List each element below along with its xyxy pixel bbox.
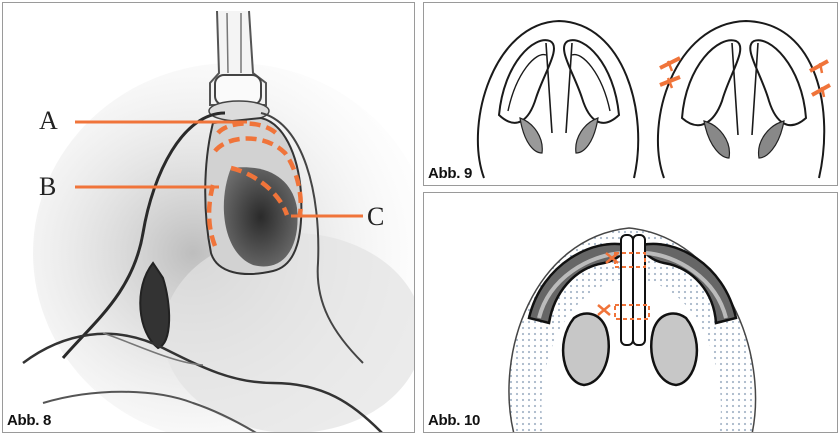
figure-9-panel: Abb. 9 xyxy=(423,2,838,186)
figure-10-panel: Abb. 10 xyxy=(423,192,838,433)
cartilage-diagram-before-after xyxy=(424,3,838,186)
nose-illustration xyxy=(3,3,415,433)
figure-8-panel: A B C Abb. 8 xyxy=(2,2,415,433)
figure-caption-10: Abb. 10 xyxy=(428,412,480,429)
figure-caption-9: Abb. 9 xyxy=(428,165,472,182)
figure-caption-8: Abb. 8 xyxy=(7,412,51,429)
cartilage-suture-diagram xyxy=(424,193,838,433)
label-b: B xyxy=(39,172,56,202)
label-c: C xyxy=(367,202,384,232)
label-a: A xyxy=(39,106,58,136)
